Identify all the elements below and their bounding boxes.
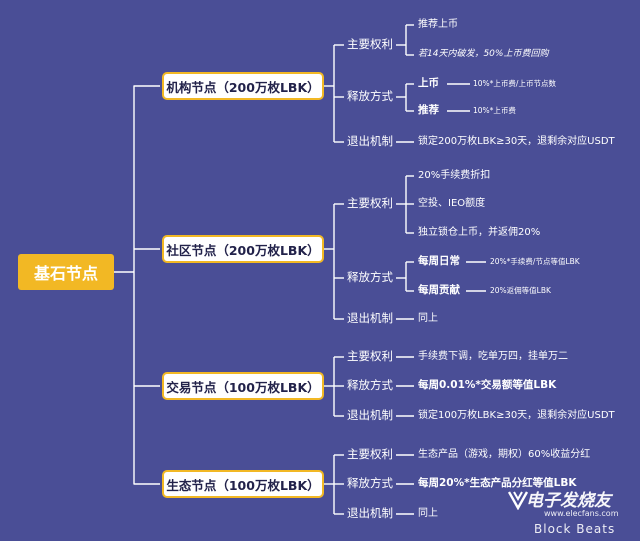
community-rights-label: 主要权利 [347, 196, 393, 210]
community-exit-label: 退出机制 [347, 311, 393, 325]
trading-node: 交易节点（100万枚LBK） [162, 372, 324, 400]
institution-right-item: 推荐上币 [418, 19, 458, 30]
institution-rights-label: 主要权利 [347, 37, 393, 51]
community-release-item: 每周日常 [418, 255, 460, 267]
institution-exit-label: 退出机制 [347, 134, 393, 148]
institution-exit-text: 锁定200万枚LBK≥30天，退剩余对应USDT [418, 136, 615, 147]
watermark-site: www.elecfans.com [544, 509, 619, 518]
watermark-brand: Block Beats [534, 522, 616, 536]
institution-release-label: 释放方式 [347, 89, 393, 103]
ecosystem-exit-text: 同上 [418, 508, 438, 519]
trading-rights-text: 手续费下调，吃单万四，挂单万二 [418, 351, 568, 362]
watermark-title: 电子发烧友 [526, 491, 611, 511]
community-release-note: 20%*手续费/节点等值LBK [490, 257, 580, 266]
community-node: 社区节点（200万枚LBK） [162, 235, 324, 263]
trading-exit-label: 退出机制 [347, 408, 393, 422]
community-right-item: 独立锁仓上币，并返佣20% [418, 227, 541, 238]
community-release-item: 每周贡献 [418, 284, 460, 296]
trading-exit-text: 锁定100万枚LBK≥30天，退剩余对应USDT [418, 410, 615, 421]
community-release-note: 20%返佣等值LBK [490, 286, 551, 295]
ecosystem-rights-text: 生态产品（游戏，期权）60%收益分红 [418, 449, 591, 460]
institution-release-note: 10%*上币费 [473, 106, 516, 115]
institution-release-note: 10%*上币费/上币节点数 [473, 79, 556, 88]
watermark-logo-icon [507, 491, 529, 510]
ecosystem-node: 生态节点（100万枚LBK） [162, 470, 324, 498]
community-right-item: 20%手续费折扣 [418, 170, 491, 181]
root-node: 基石节点 [18, 254, 114, 290]
community-right-item: 空投、IEO额度 [418, 198, 486, 209]
trading-rights-label: 主要权利 [347, 349, 393, 363]
ecosystem-release-label: 释放方式 [347, 476, 393, 490]
community-exit-text: 同上 [418, 313, 438, 324]
institution-release-item: 上币 [418, 77, 439, 89]
ecosystem-exit-label: 退出机制 [347, 506, 393, 520]
trading-release-label: 释放方式 [347, 378, 393, 392]
ecosystem-rights-label: 主要权利 [347, 447, 393, 461]
institution-node: 机构节点（200万枚LBK） [162, 72, 324, 100]
trading-release-text: 每周0.01%*交易额等值LBK [418, 379, 557, 391]
ecosystem-release-text: 每周20%*生态产品分红等值LBK [418, 477, 577, 489]
community-release-label: 释放方式 [347, 270, 393, 284]
institution-release-item: 推荐 [418, 104, 439, 116]
institution-right-item: 若14天内破发，50%上币费回购 [418, 49, 549, 59]
